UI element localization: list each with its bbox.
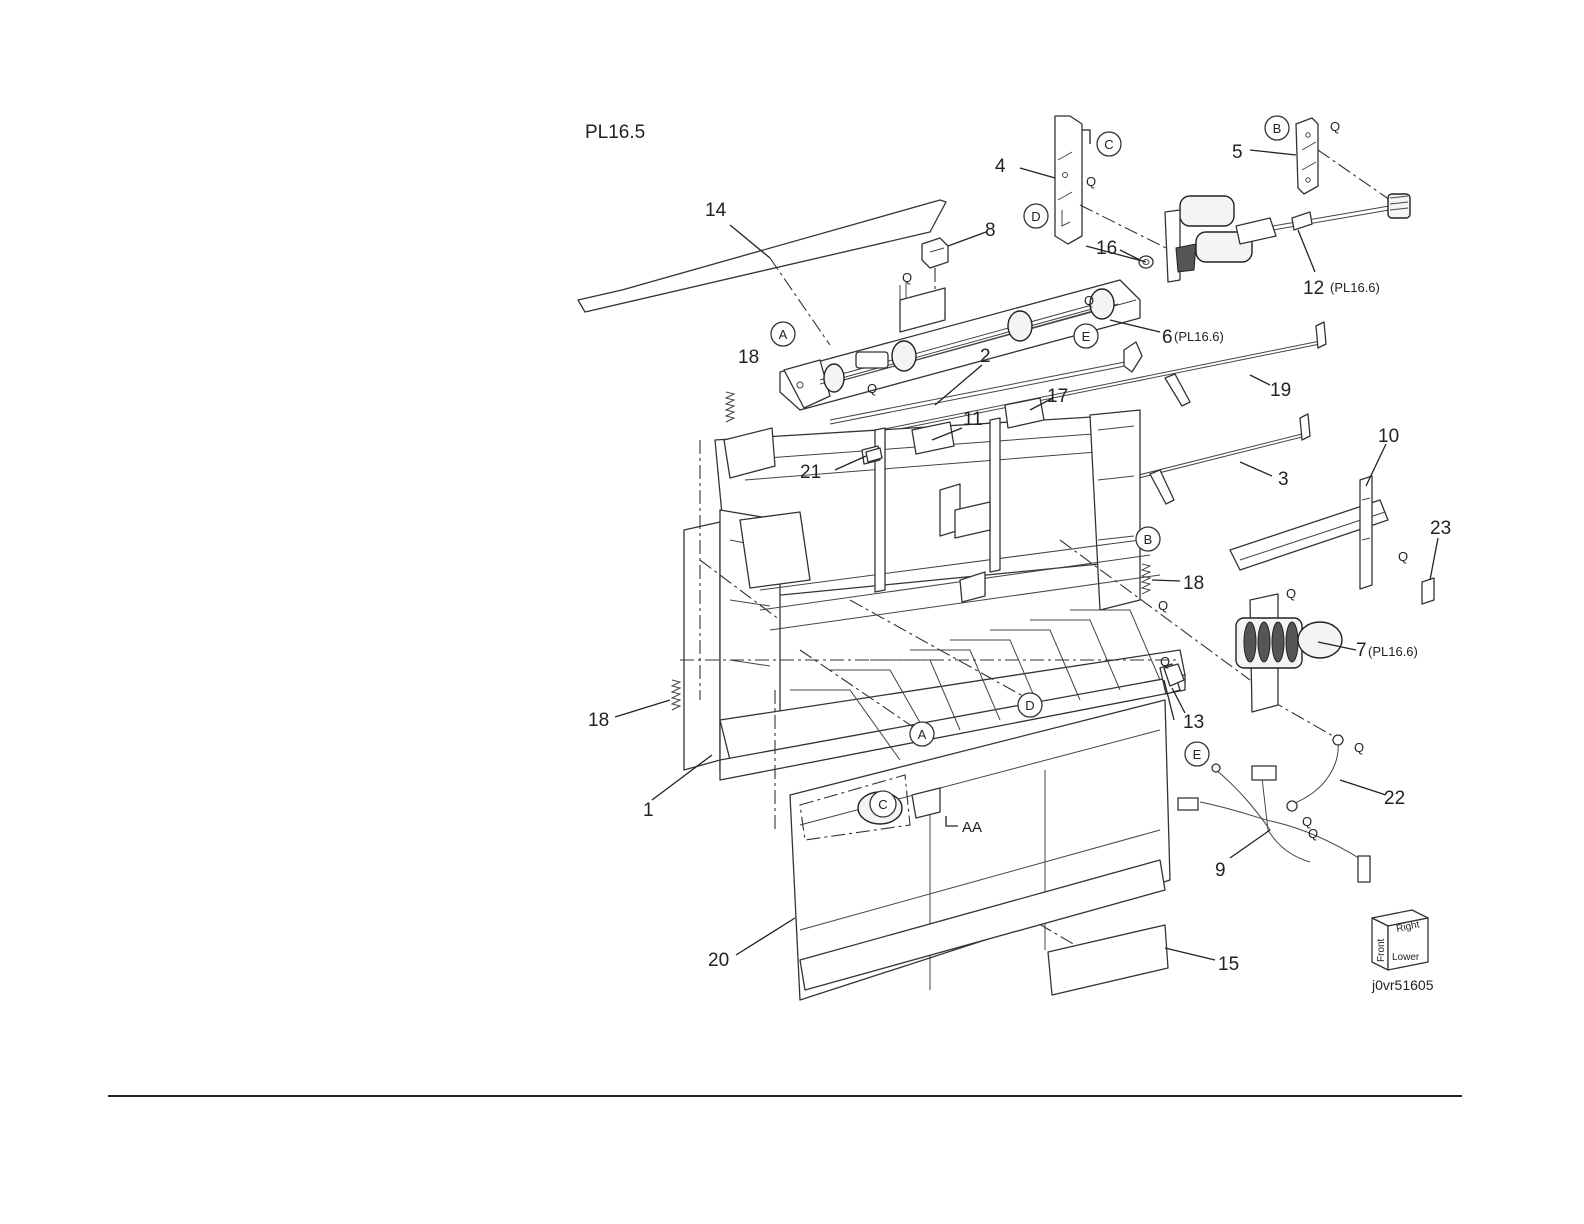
- q-mark: Q: [1286, 586, 1296, 601]
- part-10-bracket: [1230, 476, 1388, 589]
- part-22-harness: [1287, 735, 1343, 811]
- callout-10: 10: [1378, 426, 1399, 447]
- svg-text:A: A: [779, 327, 788, 342]
- callout-13: 13: [1183, 712, 1204, 733]
- ref-circle-c2: C: [870, 791, 896, 817]
- svg-text:D: D: [1031, 209, 1040, 224]
- callout-7-ref: (PL16.6): [1368, 644, 1418, 659]
- callout-18a: 18: [738, 347, 759, 368]
- q-mark: Q: [902, 270, 912, 285]
- callout-20: 20: [708, 950, 729, 971]
- plate-title: PL16.5: [585, 122, 645, 143]
- callout-16: 16: [1096, 238, 1117, 259]
- callout-15: 15: [1218, 954, 1239, 975]
- q-mark: Q: [1398, 549, 1408, 564]
- ref-circle-d1: D: [1024, 204, 1048, 228]
- cube-front-label: Front: [1376, 938, 1387, 962]
- callout-7: 7: [1356, 640, 1367, 661]
- ref-circle-c1: C: [1097, 132, 1121, 156]
- svg-text:E: E: [1082, 329, 1091, 344]
- part-12-feed-roll-assembly: [1165, 194, 1410, 282]
- svg-text:B: B: [1144, 532, 1153, 547]
- page-bottom-rule: [108, 1095, 1462, 1097]
- ref-circle-a1: A: [771, 322, 795, 346]
- svg-text:E: E: [1193, 747, 1202, 762]
- svg-text:B: B: [1273, 121, 1282, 136]
- ref-circle-b2: B: [1136, 527, 1160, 551]
- callout-5: 5: [1232, 142, 1243, 163]
- q-mark: Q: [1160, 654, 1170, 669]
- part-5-bracket: [1296, 118, 1390, 200]
- callout-4: 4: [995, 156, 1006, 177]
- q-mark: Q: [1158, 598, 1168, 613]
- part-15-label: [1048, 925, 1168, 995]
- part-9-harness: [1178, 764, 1370, 882]
- orientation-cube: Front Right Lower: [1372, 910, 1428, 970]
- q-mark: Q: [1086, 174, 1096, 189]
- figure-id: j0vr51605: [1371, 977, 1434, 993]
- callout-12: 12: [1303, 278, 1324, 299]
- callout-22: 22: [1384, 788, 1405, 809]
- callout-18b: 18: [1183, 573, 1204, 594]
- callout-6-ref: (PL16.6): [1174, 329, 1224, 344]
- cube-lower-label: Lower: [1392, 952, 1420, 963]
- q-mark: Q: [1084, 293, 1094, 308]
- ref-circle-e1: E: [1074, 324, 1098, 348]
- callout-12-ref: (PL16.6): [1330, 280, 1380, 295]
- callout-3: 3: [1278, 469, 1289, 490]
- q-mark: Q: [867, 381, 877, 396]
- ref-circle-e2: E: [1185, 742, 1209, 766]
- callout-8: 8: [985, 220, 996, 241]
- part-14-sheet-guide: [578, 200, 946, 345]
- q-mark: Q: [1308, 826, 1318, 841]
- callout-17: 17: [1047, 386, 1068, 407]
- part-7-drive-assembly: [1236, 594, 1342, 712]
- q-mark: Q: [1354, 740, 1364, 755]
- callout-18c: 18: [588, 710, 609, 731]
- callout-6: 6: [1162, 327, 1173, 348]
- callout-19: 19: [1270, 380, 1291, 401]
- callout-23: 23: [1430, 518, 1451, 539]
- callout-14: 14: [705, 200, 727, 221]
- callout-9: 9: [1215, 860, 1226, 881]
- part-23-bracket: [1422, 578, 1434, 604]
- q-mark: Q: [1330, 119, 1340, 134]
- callout-2: 2: [980, 346, 991, 367]
- ref-circle-d2: D: [1018, 693, 1042, 717]
- svg-text:C: C: [1104, 137, 1113, 152]
- callout-21: 21: [800, 462, 821, 483]
- callout-11: 11: [963, 409, 983, 430]
- ref-circle-b1: B: [1265, 116, 1289, 140]
- svg-text:A: A: [918, 727, 927, 742]
- callout-1: 1: [643, 800, 654, 821]
- callout-aa: AA: [962, 819, 982, 836]
- svg-text:D: D: [1025, 698, 1034, 713]
- svg-text:C: C: [878, 797, 887, 812]
- ref-circle-a2: A: [910, 722, 934, 746]
